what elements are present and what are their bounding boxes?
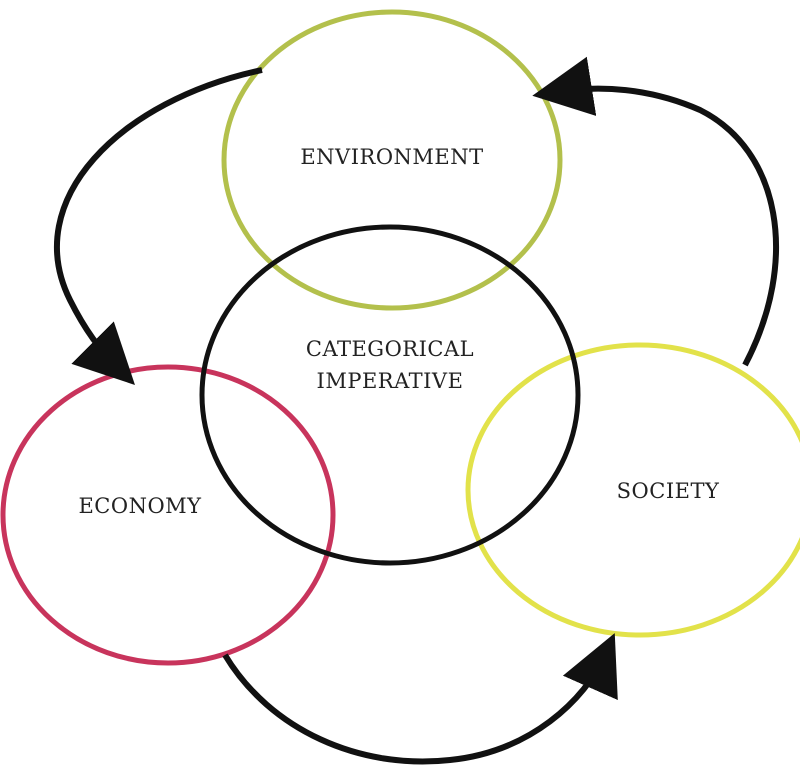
arrow-environment-to-economy (54, 67, 263, 385)
arrow-society-to-environment (532, 56, 780, 367)
categorical-imperative-circle (199, 224, 581, 566)
environment-circle (221, 9, 563, 311)
economy-circle (0, 364, 336, 666)
society-label: SOCIETY (617, 479, 720, 503)
arrow-economy-to-society (222, 633, 618, 765)
environment-label: ENVIRONMENT (300, 145, 483, 169)
categorical-label-line2: IMPERATIVE (317, 369, 464, 393)
categorical-label-line1: CATEGORICAL (306, 337, 474, 361)
economy-label: ECONOMY (78, 494, 202, 518)
society-circle (465, 342, 800, 638)
